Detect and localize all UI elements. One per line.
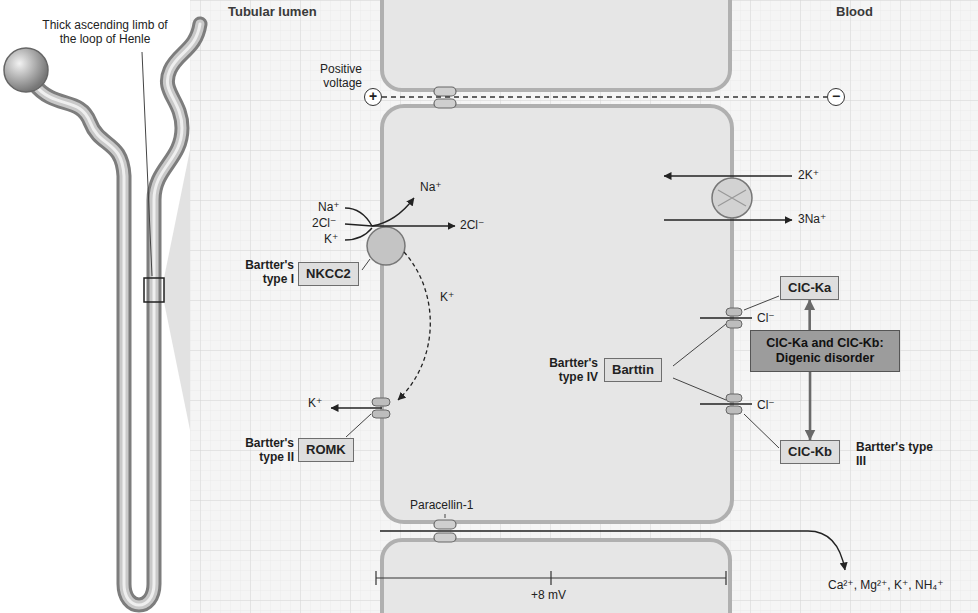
ion-label: K⁺	[308, 396, 322, 410]
nephron	[34, 24, 200, 605]
voltage-sign: −	[827, 88, 845, 106]
digenic-arrow	[809, 372, 812, 440]
anatomy-label: Thick ascending limb of the loop of Henl…	[40, 18, 170, 47]
disease-label: Bartter's type I	[228, 258, 294, 287]
protein-box: ClC-Ka	[780, 276, 839, 300]
tight-junction	[434, 99, 456, 108]
disease-label: Bartter's type IV	[534, 356, 598, 385]
ion-label: Cl⁻	[757, 398, 775, 412]
nkcc2-transporter	[367, 227, 405, 265]
ion-channel	[726, 406, 742, 414]
voltage-line	[382, 96, 827, 97]
leader-line	[346, 414, 371, 437]
protein-box-text: ROMK	[306, 442, 346, 458]
ion-arrow	[398, 252, 430, 400]
ion-arrow	[331, 407, 382, 408]
ion-label: Cl⁻	[757, 311, 775, 325]
protein-box-text: ClC-Ka	[788, 280, 831, 296]
epithelial-cell	[382, 0, 730, 90]
region-label: Tubular lumen	[228, 4, 317, 20]
nephron	[34, 24, 200, 605]
ion-arrow	[331, 176, 845, 570]
protein-label: Paracellin-1	[410, 498, 473, 512]
tight-junction	[434, 87, 456, 542]
leader-line	[744, 414, 779, 448]
region-label: Blood	[836, 4, 873, 20]
ion-channel	[726, 308, 742, 316]
na-k-atpase	[718, 190, 746, 206]
epithelial-cell	[382, 540, 730, 613]
nephron	[4, 24, 200, 605]
disease-label: Bartter's type III	[856, 440, 936, 469]
leader-line	[445, 514, 446, 518]
ion-channel	[372, 398, 390, 406]
nephron	[144, 278, 164, 302]
note-box: ClC-Ka and ClC-Kb: Digenic disorder	[750, 330, 900, 372]
nkcc2-transporter	[367, 227, 405, 265]
ion-label: Na⁺	[318, 200, 340, 214]
scale-label: +8 mV	[531, 588, 566, 602]
ion-arrow	[700, 317, 752, 318]
voltage-sign-text: −	[828, 89, 844, 104]
ion-arrow	[345, 224, 372, 226]
nephron	[4, 48, 48, 92]
protein-box-text: ClC-Kb	[788, 444, 832, 460]
ion-label: 3Na⁺	[798, 212, 826, 226]
nephron	[34, 24, 200, 605]
ion-label: 2Cl⁻	[460, 218, 484, 232]
ion-arrow	[372, 198, 414, 226]
ion-label: 2K⁺	[798, 168, 819, 182]
ion-arrow	[380, 531, 845, 570]
ion-arrow	[664, 175, 792, 176]
ion-arrow	[664, 219, 792, 220]
note-box-text: ClC-Ka and ClC-Kb: Digenic disorder	[757, 336, 893, 366]
protein-box: NKCC2	[298, 262, 359, 286]
voltage-label: Positive voltage	[300, 62, 362, 91]
protein-box-text: NKCC2	[306, 266, 351, 282]
leader-line	[362, 259, 370, 270]
zoom-wedge	[164, 150, 190, 430]
protein-box-text: Barttin	[612, 362, 654, 378]
leader-line	[673, 378, 726, 400]
leader-line	[142, 52, 779, 518]
scale-bar	[376, 571, 726, 585]
epithelial-cell	[382, 106, 732, 522]
leader-line	[673, 324, 726, 366]
na-k-atpase	[712, 178, 752, 218]
voltage-sign: +	[364, 88, 382, 106]
ion-label: 2Cl⁻	[312, 216, 336, 230]
protein-box: Barttin	[604, 358, 662, 382]
epithelial-cell	[382, 0, 732, 613]
ion-arrow	[700, 403, 752, 404]
ion-label: Na⁺	[420, 180, 442, 194]
ion-channel	[726, 394, 742, 402]
tight-junction	[434, 520, 456, 529]
ion-arrow	[372, 225, 455, 226]
scale-bar	[376, 571, 726, 585]
leader-line	[142, 52, 152, 276]
protein-box: ROMK	[298, 438, 354, 462]
voltage-sign-text: +	[365, 89, 381, 104]
ion-channel	[372, 410, 390, 418]
leader-line	[744, 296, 779, 310]
na-k-atpase	[712, 178, 752, 218]
digenic-arrow	[808, 300, 811, 330]
disease-label: Bartter's type II	[228, 436, 294, 465]
tight-junction	[434, 533, 456, 542]
ion-label: K⁺	[324, 232, 338, 246]
ion-label: K⁺	[440, 290, 454, 304]
ion-label: Ca²⁺, Mg²⁺, K⁺, NH₄⁺	[828, 578, 944, 592]
tight-junction	[434, 87, 456, 96]
ion-channel	[726, 320, 742, 328]
ion-channel	[372, 308, 742, 418]
protein-box: ClC-Kb	[780, 440, 840, 464]
ion-arrow	[345, 208, 372, 226]
ion-arrow	[345, 228, 372, 240]
